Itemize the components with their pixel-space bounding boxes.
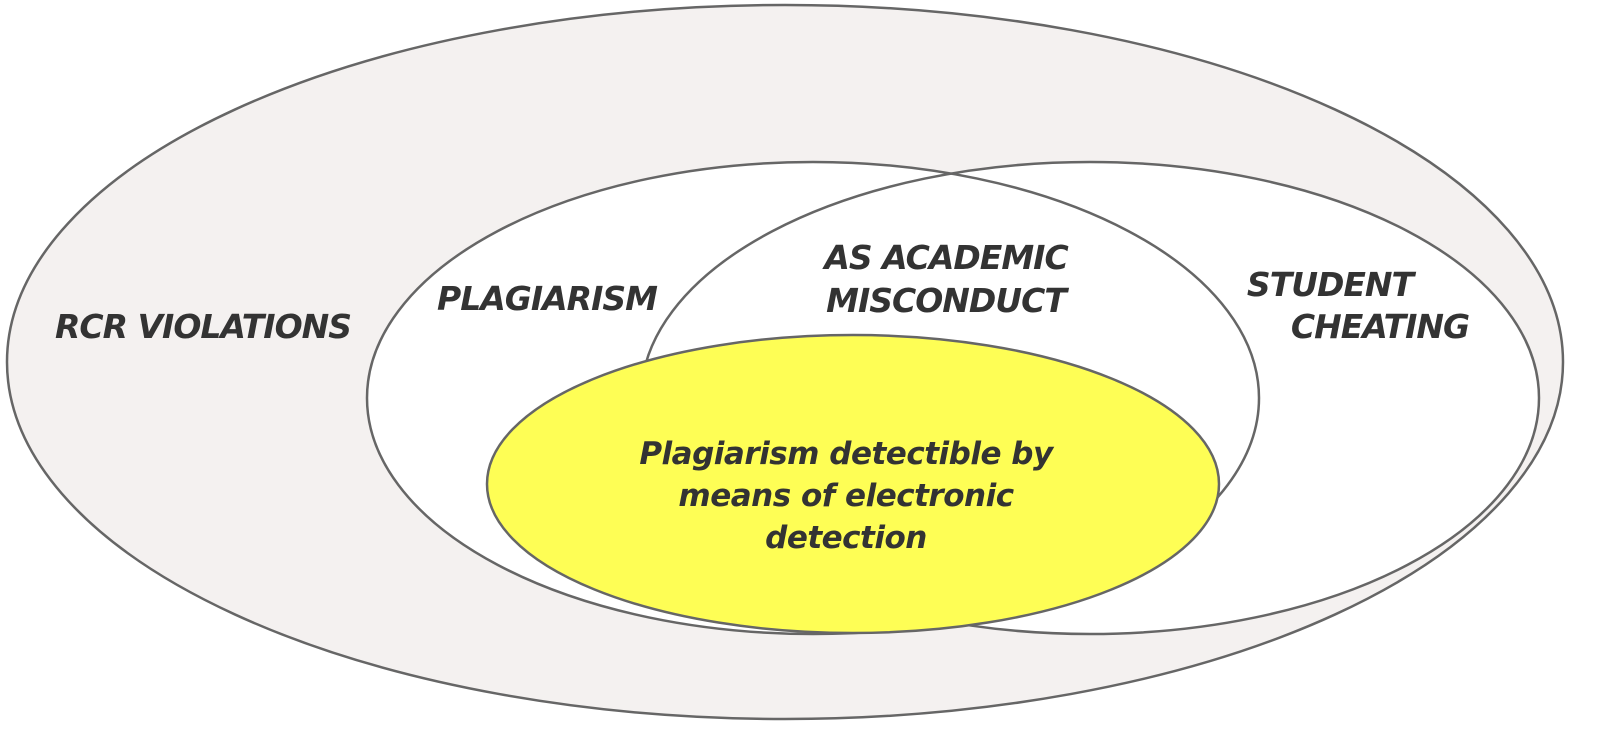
- core-label-line2: means of electronic: [678, 478, 1014, 514]
- plagiarism-label: PLAGIARISM: [437, 279, 658, 318]
- electronic-detection-ellipse: [485, 333, 1221, 635]
- student-cheating-label-line2: CHEATING: [1291, 307, 1469, 346]
- core-label-line1: Plagiarism detectible by: [639, 436, 1055, 472]
- plagiarism-ellipse: [365, 160, 1261, 636]
- rcr-violations-label: RCR VIOLATIONS: [55, 307, 351, 346]
- academic-misconduct-label-line2: MISCONDUCT: [826, 281, 1069, 320]
- student-cheating-label-line1: STUDENT: [1247, 265, 1417, 304]
- core-label-line3: detection: [765, 520, 927, 556]
- academic-misconduct-label-line1: AS ACADEMIC: [821, 238, 1068, 277]
